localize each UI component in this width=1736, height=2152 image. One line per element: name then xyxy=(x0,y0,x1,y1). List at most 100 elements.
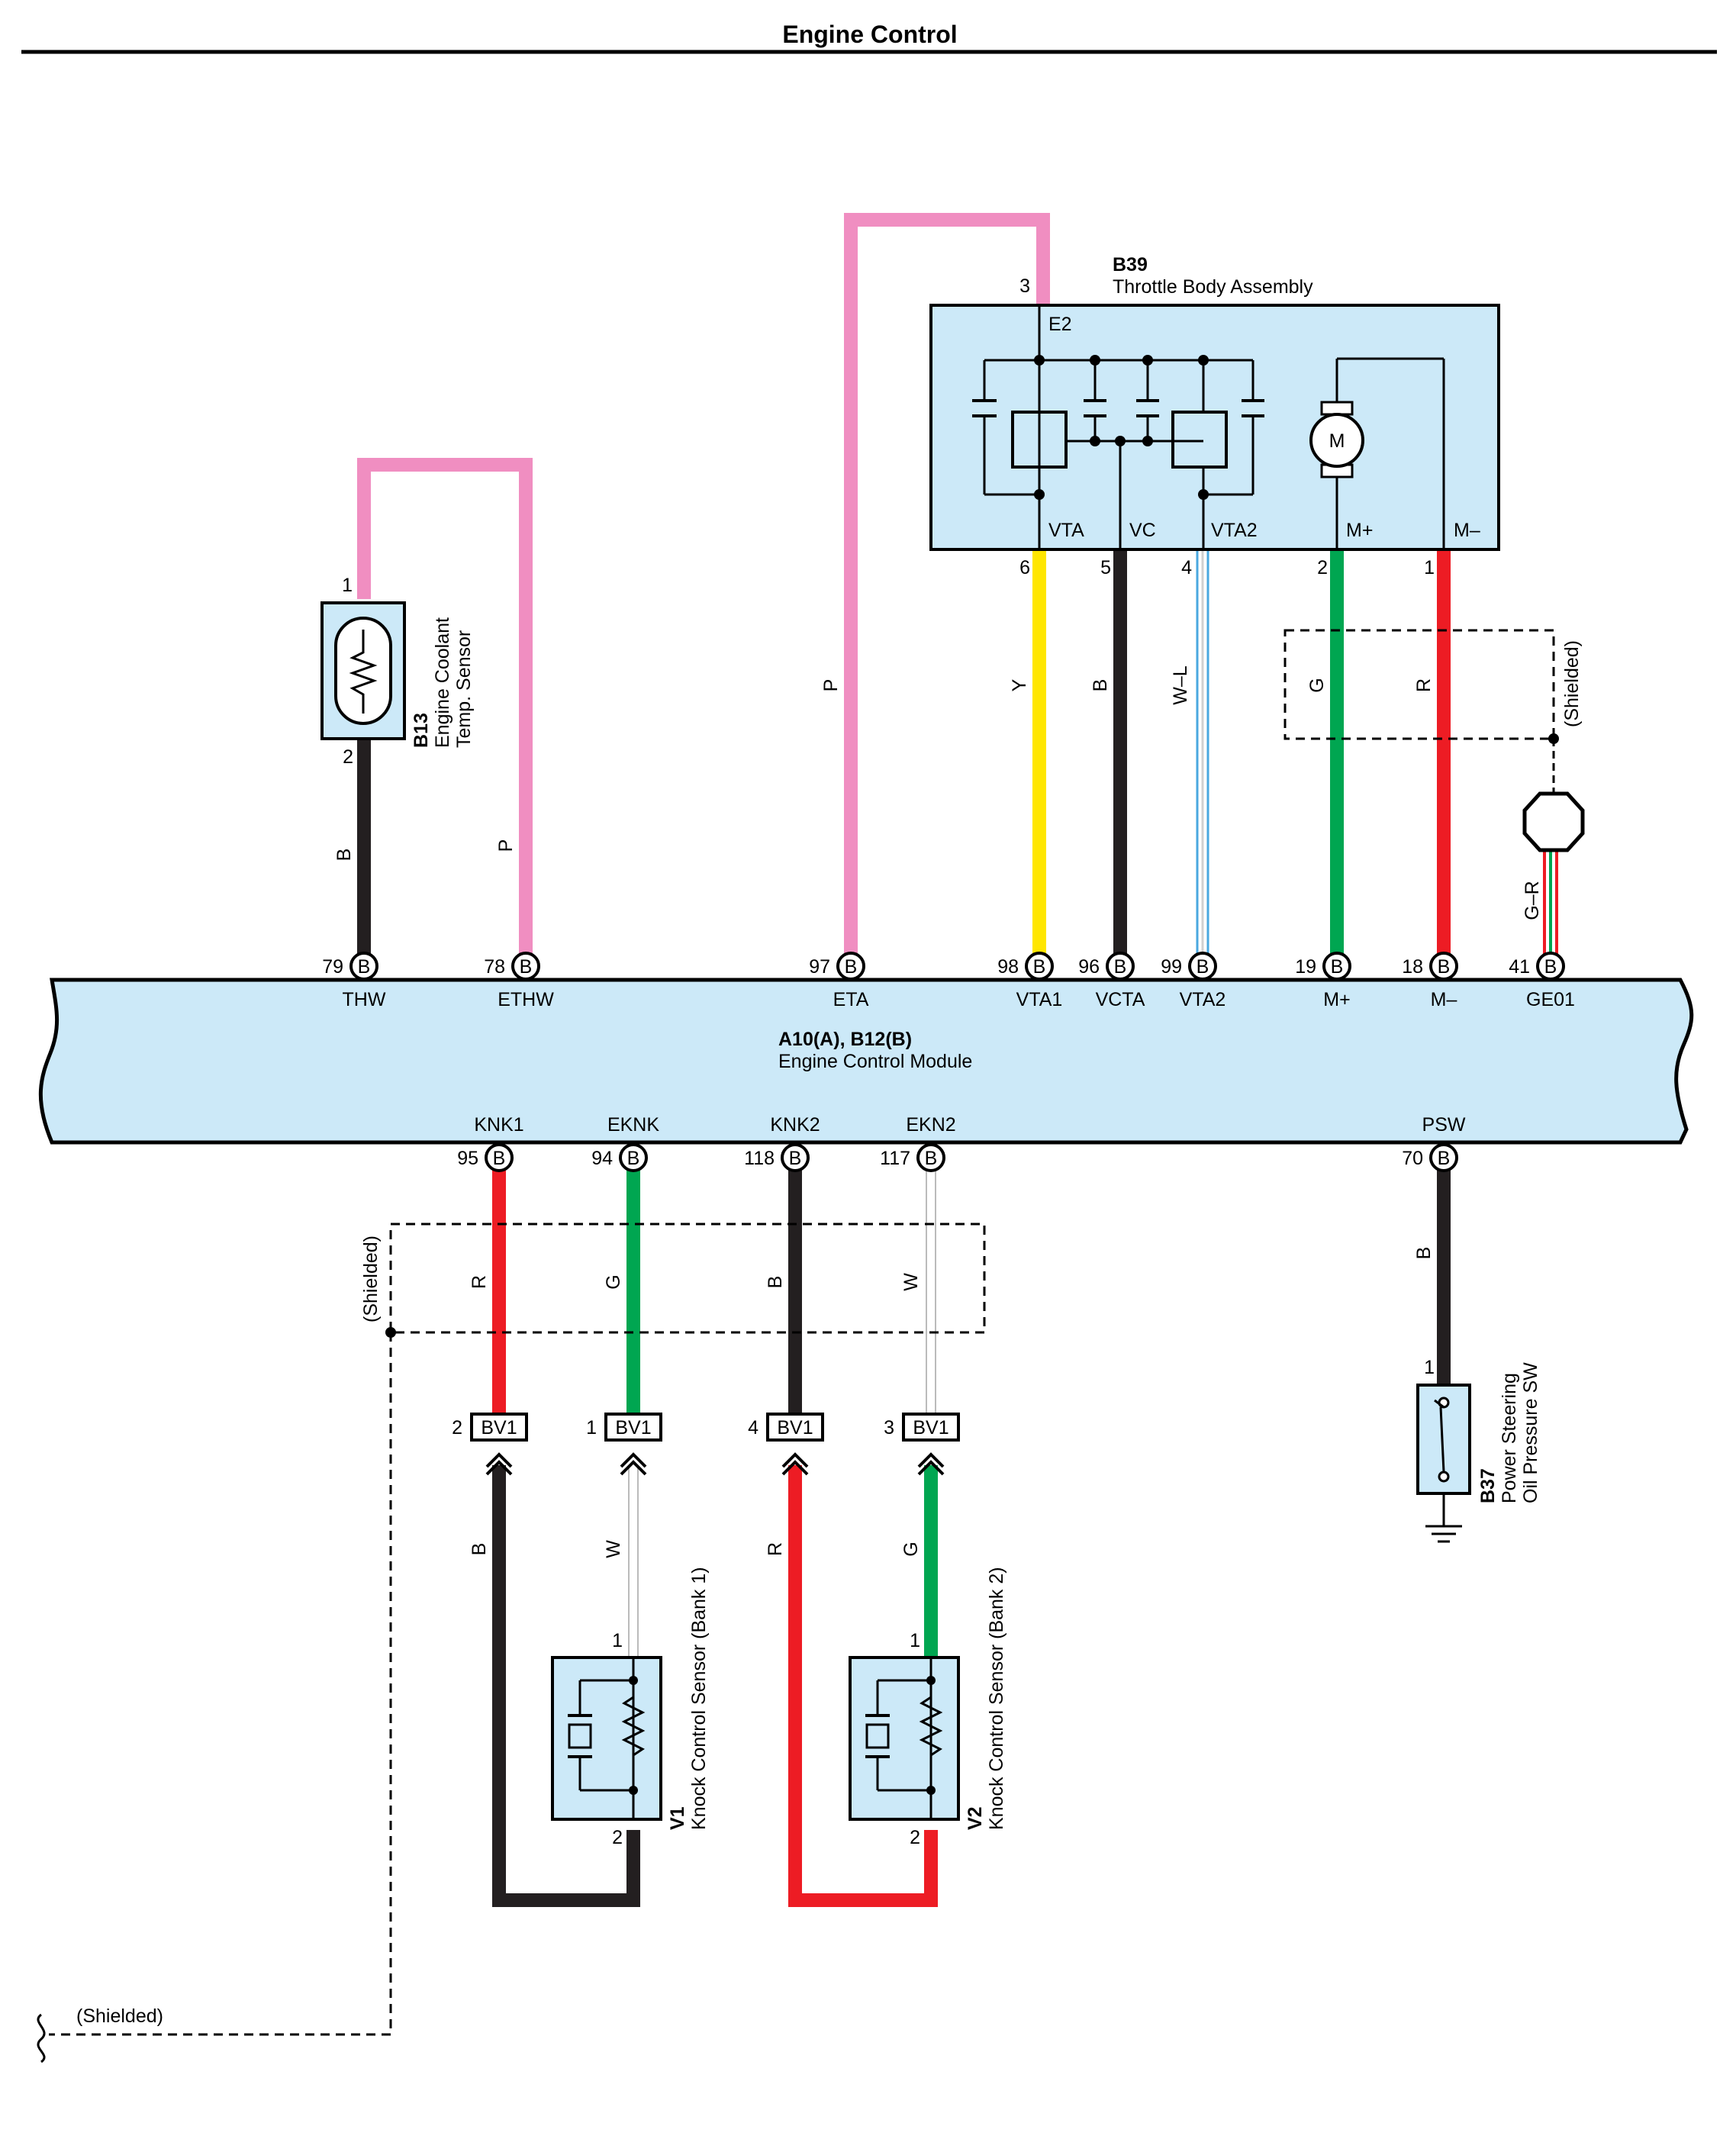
svg-text:4: 4 xyxy=(748,1417,758,1438)
wl-mplus: G xyxy=(1306,678,1328,692)
bottom-wires xyxy=(492,1168,1451,1907)
svg-text:B: B xyxy=(1033,956,1046,978)
e2-label: E2 xyxy=(1048,314,1072,335)
power-steering-switch: 1 B37 Power Steering Oil Pressure SW xyxy=(1416,1357,1541,1543)
psw-name-2: Oil Pressure SW xyxy=(1520,1362,1541,1503)
coolant-pin2: 2 xyxy=(343,746,353,768)
svg-text:B: B xyxy=(1544,956,1557,978)
term-num-2: 2 xyxy=(1317,557,1328,578)
svg-text:96: 96 xyxy=(1078,956,1100,978)
svg-text:B: B xyxy=(627,1148,640,1169)
term-num-6: 6 xyxy=(1019,557,1030,578)
svg-text:2: 2 xyxy=(612,1827,623,1848)
knock-shield: (Shielded) (Shielded) xyxy=(37,1223,986,2063)
svg-text:B: B xyxy=(765,1276,786,1289)
term-vta: VTA xyxy=(1048,520,1084,541)
motor-label: M xyxy=(1329,430,1345,452)
wire-v2-r xyxy=(788,1465,938,1907)
svg-text:2: 2 xyxy=(910,1827,920,1848)
svg-text:R: R xyxy=(765,1542,786,1556)
svg-text:B: B xyxy=(1438,956,1451,978)
svg-text:1: 1 xyxy=(1424,1357,1435,1378)
term-mplus: M+ xyxy=(1346,520,1373,541)
svg-text:79: 79 xyxy=(322,956,343,978)
svg-text:1: 1 xyxy=(612,1630,623,1651)
svg-text:118: 118 xyxy=(744,1148,775,1169)
svg-text:BV1: BV1 xyxy=(615,1417,651,1438)
svg-text:G: G xyxy=(900,1542,922,1556)
page-title: Engine Control xyxy=(782,21,957,48)
term-num-5: 5 xyxy=(1100,557,1111,578)
svg-text:95: 95 xyxy=(457,1148,478,1169)
pin-psw: PSW xyxy=(1422,1114,1466,1136)
wl-ge01: G–R xyxy=(1522,881,1543,920)
throttle-id: B39 xyxy=(1113,254,1148,275)
pin-mplus: M+ xyxy=(1323,989,1350,1010)
pin-thw: THW xyxy=(343,989,386,1010)
shield-ground-symbol xyxy=(1522,791,1585,852)
svg-text:B: B xyxy=(845,956,858,978)
svg-text:70: 70 xyxy=(1402,1148,1423,1169)
svg-text:BV1: BV1 xyxy=(481,1417,517,1438)
pin-ge01: GE01 xyxy=(1526,989,1575,1010)
coolant-id: B13 xyxy=(411,713,432,748)
svg-text:1: 1 xyxy=(586,1417,597,1438)
coolant-name-2: Temp. Sensor xyxy=(453,630,475,748)
svg-text:BV1: BV1 xyxy=(913,1417,949,1438)
psw-name-1: Power Steering xyxy=(1499,1373,1520,1503)
psw-id: B37 xyxy=(1477,1468,1499,1503)
pin-mminus: M– xyxy=(1431,989,1457,1010)
svg-text:B: B xyxy=(1438,1148,1451,1169)
top-wire-labels: B P P Y B W–L G R G–R (Shielded) xyxy=(333,640,1583,920)
svg-text:B: B xyxy=(358,956,371,978)
coolant-pin1: 1 xyxy=(342,575,353,596)
pin-vta2: VTA2 xyxy=(1180,989,1226,1010)
term-num-1: 1 xyxy=(1424,557,1435,578)
throttle-pin3: 3 xyxy=(1019,275,1030,297)
pin-knk2: KNK2 xyxy=(770,1114,820,1136)
wl-vta2: W–L xyxy=(1170,665,1191,705)
wire-eta xyxy=(844,213,1050,963)
ecm-top-pins: B 79 THW B 78 ETHW B 97 ETA B 98 VTA1 B … xyxy=(322,952,1575,1010)
pin-vcta: VCTA xyxy=(1096,989,1145,1010)
coolant-temp-sensor: 1 2 B13 Engine Coolant Temp. Sensor xyxy=(320,575,475,768)
svg-text:2: 2 xyxy=(452,1417,462,1438)
coolant-name-1: Engine Coolant xyxy=(432,617,453,748)
svg-text:3: 3 xyxy=(884,1417,894,1438)
term-vta2: VTA2 xyxy=(1211,520,1258,541)
throttle-body-assembly: M E2 3 B39 Throttle Body Assembly VTA VC… xyxy=(929,254,1500,578)
ecm-name: Engine Control Module xyxy=(778,1051,972,1072)
svg-text:B: B xyxy=(520,956,533,978)
pin-vta1: VTA1 xyxy=(1016,989,1063,1010)
pin-ekn2: EKN2 xyxy=(906,1114,955,1136)
ecm-body xyxy=(38,978,1694,1145)
bv1-connectors: BV1 2 BV1 1 BV1 4 BV1 3 xyxy=(452,1413,960,1476)
svg-text:B: B xyxy=(1197,956,1209,978)
term-num-4: 4 xyxy=(1181,557,1192,578)
svg-text:G: G xyxy=(603,1274,624,1289)
svg-text:99: 99 xyxy=(1161,956,1182,978)
wl-ethw: P xyxy=(495,839,517,852)
svg-text:41: 41 xyxy=(1509,956,1530,978)
svg-text:117: 117 xyxy=(880,1148,910,1169)
svg-text:B: B xyxy=(469,1543,490,1556)
pin-ethw: ETHW xyxy=(498,989,554,1010)
knock-sensor-bank1: 1 2 V1 Knock Control Sensor (Bank 1) xyxy=(551,1567,710,1848)
wl-eta: P xyxy=(820,679,842,692)
ecm-connector: A10(A), B12(B) xyxy=(778,1029,912,1050)
throttle-wires xyxy=(844,213,1558,963)
svg-text:19: 19 xyxy=(1295,956,1316,978)
ecm-bottom-pins: B 95 KNK1 B 94 EKNK B 118 KNK2 B 117 EKN… xyxy=(457,1114,1466,1172)
svg-text:98: 98 xyxy=(997,956,1019,978)
svg-text:B: B xyxy=(789,1148,802,1169)
throttle-body-box xyxy=(929,304,1500,551)
wl-mminus: R xyxy=(1413,678,1435,692)
svg-text:78: 78 xyxy=(484,956,505,978)
knock2-name: Knock Control Sensor (Bank 2) xyxy=(986,1567,1007,1830)
svg-text:B: B xyxy=(493,1148,506,1169)
wl-shielded-top: (Shielded) xyxy=(1561,640,1583,727)
term-mminus: M– xyxy=(1454,520,1480,541)
wl-vta1: Y xyxy=(1009,678,1030,691)
wl-shielded-bottom: (Shielded) xyxy=(76,2005,163,2027)
